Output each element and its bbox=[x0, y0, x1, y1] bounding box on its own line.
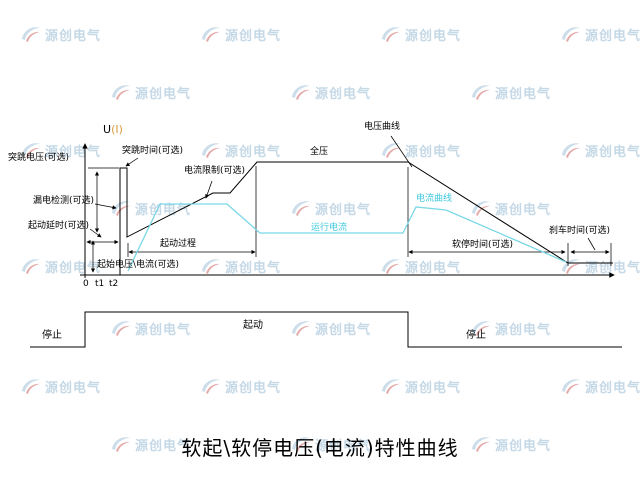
voltage-curve bbox=[119, 161, 613, 275]
label-stop-left: 停止 bbox=[42, 330, 62, 341]
label-leakage-detect: 漏电检测(可选) bbox=[33, 196, 95, 206]
label-stop-right: 停止 bbox=[466, 330, 486, 341]
start-delay-leader bbox=[89, 228, 102, 238]
diagram-title: 软起\软停电压(电流)特性曲线 bbox=[181, 436, 459, 460]
y-axis-unit-paren: (I) bbox=[111, 123, 123, 136]
t1-tick-label: t1 bbox=[95, 279, 105, 289]
leakage-leader bbox=[94, 203, 117, 210]
label-current-limit: 电流限制(可选) bbox=[184, 166, 246, 176]
curves-layer bbox=[30, 161, 622, 348]
axes bbox=[80, 143, 615, 278]
y-axis-label: U(I) bbox=[103, 124, 123, 135]
label-current-curve: 电流曲线 bbox=[416, 194, 453, 204]
label-full-voltage: 全压 bbox=[310, 147, 329, 157]
t2-tick-label: t2 bbox=[109, 279, 119, 289]
label-brake-time: 刹车时间(可选) bbox=[549, 226, 611, 236]
label-soft-stop-time: 软停时间(可选) bbox=[452, 240, 514, 250]
label-start-delay: 起动延时(可选) bbox=[28, 221, 90, 231]
current-limit-leader bbox=[205, 180, 213, 199]
origin-tick-label: 0 bbox=[83, 279, 89, 289]
label-run: 起动 bbox=[243, 320, 263, 331]
label-running-current: 运行电流 bbox=[311, 223, 348, 233]
y-axis-unit: U bbox=[103, 123, 112, 136]
label-voltage-curve: 电压曲线 bbox=[364, 122, 401, 132]
jump-time-leader bbox=[125, 157, 139, 167]
label-start-process: 起动过程 bbox=[160, 239, 197, 249]
dimension-lines bbox=[86, 135, 612, 273]
brake-leader bbox=[587, 237, 596, 251]
label-jump-voltage: 突跳电压(可选) bbox=[8, 153, 70, 163]
run-stop-signal bbox=[30, 311, 622, 348]
label-jump-time: 突跳时间(可选) bbox=[122, 146, 184, 156]
current-curve bbox=[127, 203, 567, 272]
label-initial-voltage: 起始电压\电流(可选) bbox=[97, 260, 180, 270]
